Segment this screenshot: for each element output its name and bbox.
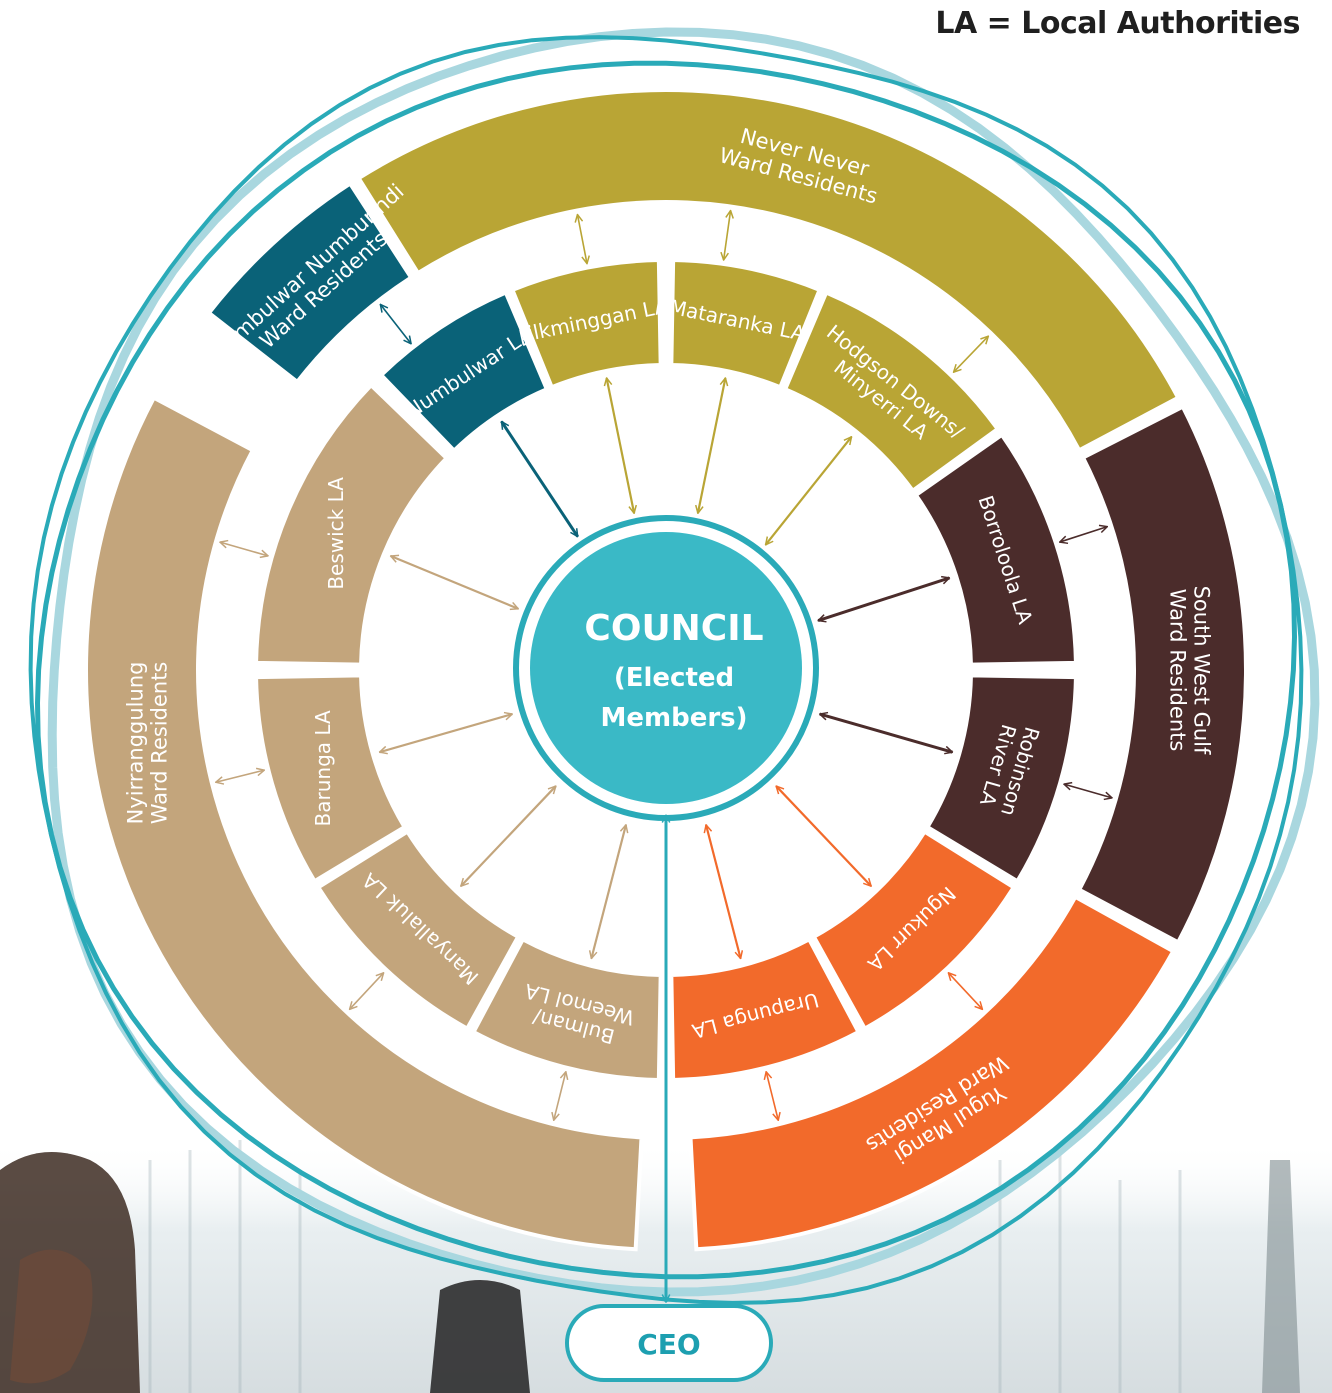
arrow-ward-borroloola — [1060, 527, 1108, 542]
arrow-council-barunga — [380, 714, 513, 752]
arrow-ward-manyallaluk — [350, 973, 384, 1010]
arrow-ward-barunga — [216, 770, 265, 782]
ward-segment-numbulwar_ward — [206, 180, 414, 385]
la-segment-mataranka — [669, 258, 823, 390]
arrow-council-ngukurr — [776, 786, 871, 886]
ward-label-nyirranggulung: NyirranggulungWard Residents — [123, 662, 171, 825]
la-segment-manyallaluk — [315, 828, 521, 1032]
la-segment-robinson — [924, 673, 1078, 884]
la-label-beswick: Beswick LA — [324, 477, 348, 590]
council-circle — [530, 532, 802, 804]
arrow-council-robinson — [820, 714, 953, 752]
arrow-council-manyallaluk — [461, 786, 556, 886]
relationship-arrows — [216, 211, 1112, 1121]
la-segment-beswick — [254, 382, 450, 667]
arrow-ward-jilkminggan — [577, 215, 587, 264]
arrow-council-hodgson — [766, 437, 852, 545]
la-segment-borroloola — [913, 432, 1078, 667]
arrow-ward-urapunga — [766, 1072, 778, 1121]
arrow-ward-robinson — [1064, 784, 1112, 798]
arrow-ward-bulman — [554, 1072, 566, 1121]
outer-ring-teal-2 — [28, 35, 1304, 1305]
la-segment-bulman — [470, 936, 663, 1082]
la-segment-numbulwar — [378, 289, 550, 454]
ward-label-south_west_gulf: South West GulfWard Residents — [1166, 586, 1214, 755]
arrow-council-beswick — [391, 556, 518, 609]
arrow-council-bulman — [591, 825, 626, 959]
la-segment-hodgson — [782, 289, 1001, 494]
arrow-council-urapunga — [706, 825, 741, 959]
council-subtitle-line2: Members) — [600, 703, 747, 733]
la-segment-jilkminggan — [509, 258, 663, 390]
council-subtitle-line1: (Elected — [614, 663, 734, 693]
arrow-council-mataranka — [698, 378, 726, 513]
ceo-node: CEO — [565, 815, 773, 1382]
arrow-ward-hodgson — [954, 336, 989, 372]
arrow-council-jilkminggan — [607, 378, 635, 513]
la-segment-urapunga — [669, 936, 862, 1082]
ward-segment-never_never — [355, 88, 1181, 453]
council-title: COUNCIL — [584, 608, 763, 649]
arrow-ward-numbulwar — [380, 304, 411, 343]
la-label-barunga: Barunga LA — [311, 710, 335, 826]
outer-hand-drawn-rings — [28, 27, 1320, 1305]
arrow-council-borroloola — [818, 578, 949, 621]
arrow-ward-beswick — [220, 542, 268, 556]
ward-segment-south_west_gulf — [1076, 403, 1248, 945]
ward-segment-nyirranggulung — [84, 395, 644, 1252]
outer-ring-light — [47, 27, 1320, 1297]
ceo-label: CEO — [637, 1328, 700, 1361]
la-segment-ngukurr — [811, 828, 1017, 1032]
la-segment-barunga — [254, 673, 408, 884]
outer-ring-teal — [34, 60, 1298, 1280]
ward-segment-yugul_mangi — [688, 894, 1176, 1252]
arrow-ward-mataranka — [724, 211, 731, 261]
arrow-ward-ngukurr — [948, 973, 982, 1010]
legend-text: LA = Local Authorities — [935, 6, 1300, 41]
ceo-box — [565, 1304, 773, 1382]
arrow-council-numbulwar — [500, 422, 579, 537]
